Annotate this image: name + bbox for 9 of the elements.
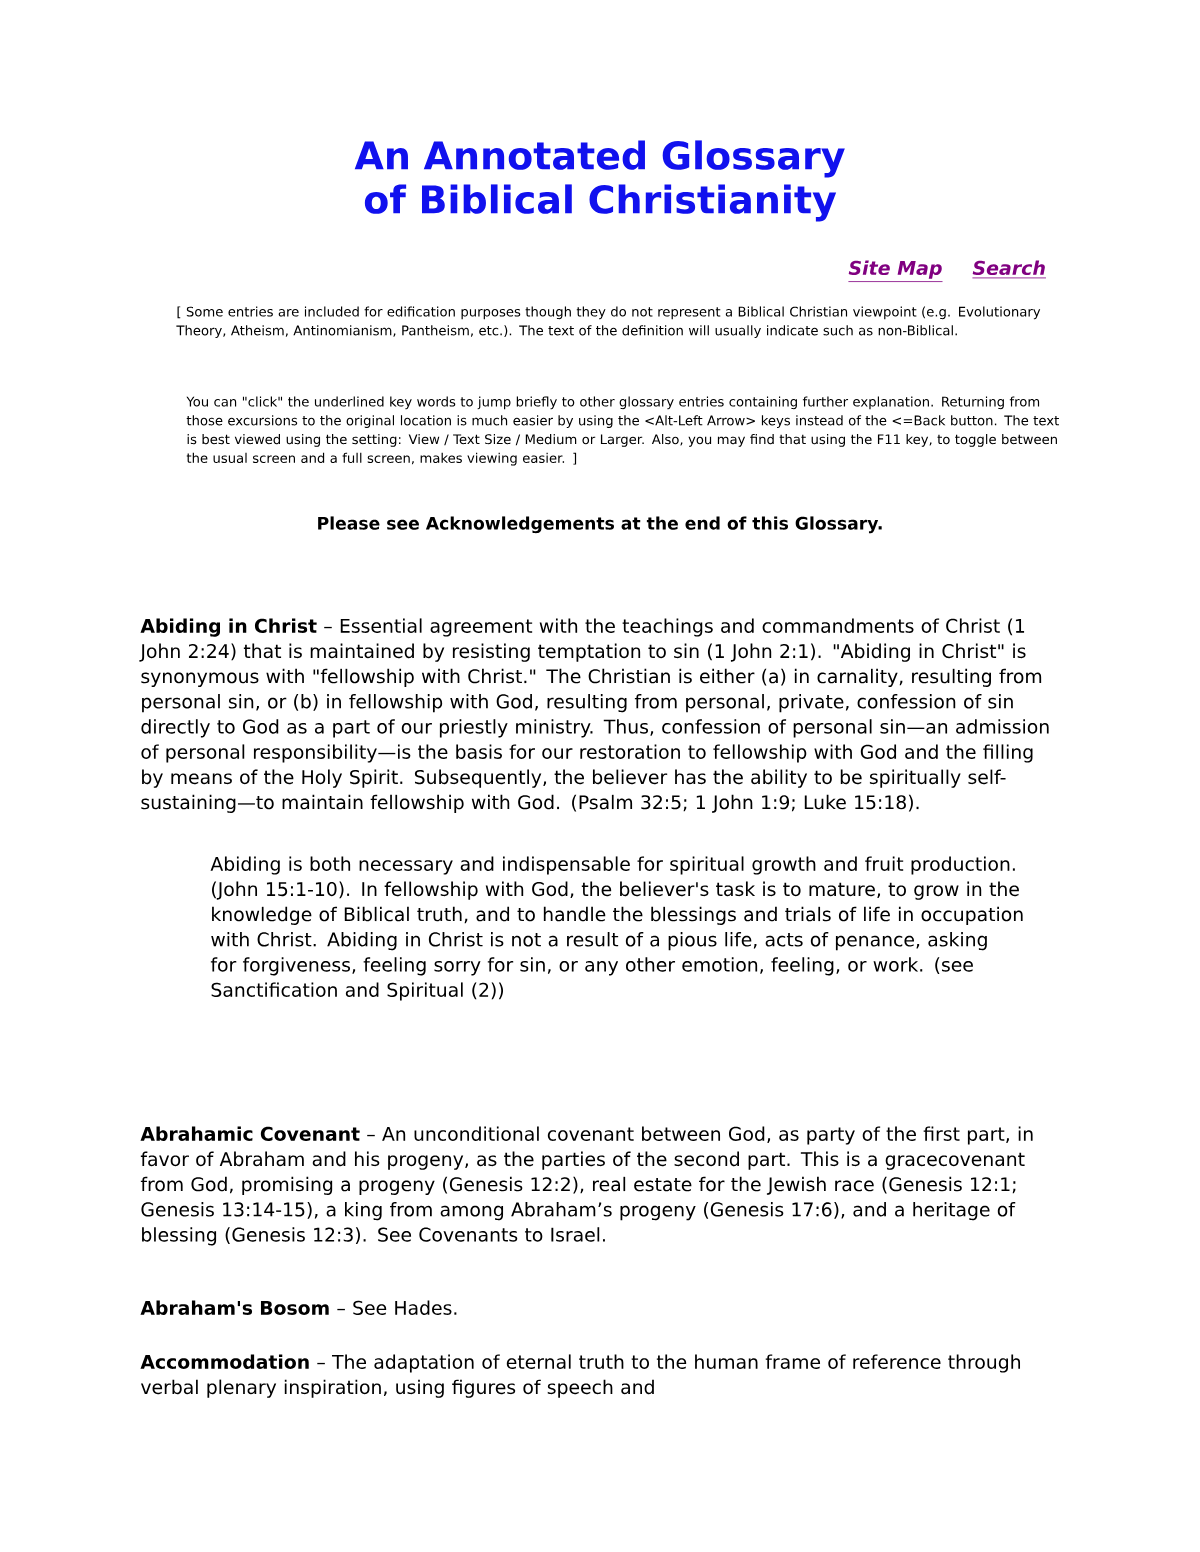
body-paragraph: Abiding is both necessary and indispensable for spiritual growth and fruit production. (John 15:1-10). In fellowship with God, the believer's task is to mature, to grow in the knowledge of Biblical truth, and to handle the blessings and trials of life in occupation with Christ. Abiding in Christ is not a result of a pious life, acts of penance, asking for forgiveness, feeling sorry for sin, or any other emotion, feeling, or work. (see Sanctification and Spiritual (2)) xyxy=(210,856,1023,1001)
notice-text: Please see Acknowledgements at the end of this Glossary. xyxy=(318,516,882,534)
link: Site Map xyxy=(848,260,943,282)
link: Search xyxy=(972,260,1047,279)
glossary-entry: Abiding in Christ – Essential agreement with the teachings and commandments of Christ (1 John 2:24) that is maintained by resisting temptation to sin (1 John 2:1). "Abiding in Christ" is synonymous with "fellowship with Christ." The Christian is either (a) in carnality, resulting from personal sin, or (b) in fellowship with God, resulting from personal, private, confession of sin directly to God as a part of our priestly ministry. Thus, confession of personal sin—an admission of personal responsibility—is the basis for our restoration to fellowship with God and the filling by means of the Holy Spirit. Subsequently, the believer has the ability to be spiritually self-sustaining—to maintain fellowship with God. (Psalm 32:5; 1 John 1:9; Luke 15:18). xyxy=(139,618,1049,813)
page-title: An Annotated Glossary of Biblical Christianity xyxy=(354,140,845,222)
glossary-entry: Abraham's Bosom – See Hades. xyxy=(140,1300,457,1315)
glossary-entry: Abrahamic Covenant – An unconditional covenant between God, as party of the first part, in favor of Abraham and his progeny, as the parties of the second part. This is a gracecovenant from God, promising a progeny (Genesis 12:2), real estate for the Jewish race (Genesis 12:1; Genesis 13:14-15), a king from among Abraham’s progeny (Genesis 17:6), and a heritage of blessing (Genesis 12:3). See Covenants to Israel. xyxy=(140,1126,1033,1246)
glossary-entry: Accommodation – The adaptation of eternal truth to the human frame of reference through verbal plenary inspiration, using figures of speech and xyxy=(140,1354,1020,1398)
